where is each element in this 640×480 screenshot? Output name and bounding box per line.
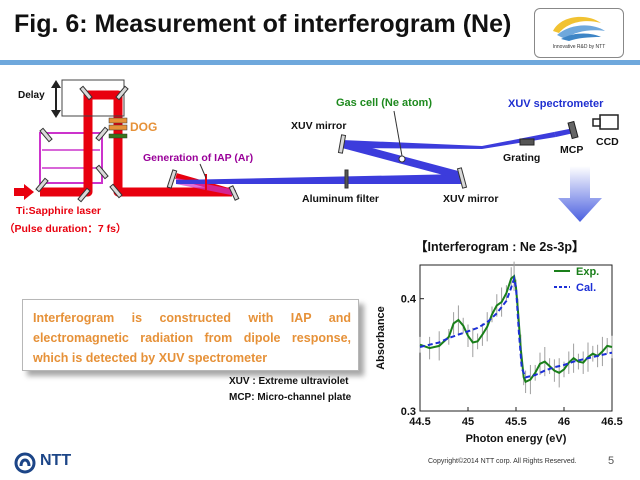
label-xuv-mirror-top: XUV mirror — [291, 120, 346, 132]
logo-caption: Innovative R&D by NTT — [552, 44, 606, 50]
optical-setup-diagram: Delay DOG Ti:Sapphire laser （Pulse durat… — [4, 79, 619, 235]
label-aluminum-filter: Aluminum filter — [302, 193, 379, 205]
xuv-beam-segment — [176, 174, 462, 184]
series-cal-line — [419, 274, 613, 379]
xuv-mirror-top-optic — [337, 134, 347, 154]
x-tick-label: 46 — [558, 416, 570, 428]
iap-loop — [39, 132, 103, 184]
mirror — [79, 85, 93, 101]
gas-cell-leader — [393, 110, 403, 157]
mirror — [109, 183, 123, 199]
mirror — [228, 185, 240, 201]
glossary-mcp: MCP: Micro-channel plate — [229, 392, 352, 403]
ccd-camera-icon — [592, 114, 619, 130]
delay-arrow-head-up — [51, 80, 61, 88]
interferogram-chart: 44.5 45 45.5 46 46.5 0.3 0.4 Photon energy (e… — [375, 261, 623, 445]
x-axis-label: Photon energy (eV) — [466, 433, 567, 445]
label-iap: Generation of IAP (Ar) — [143, 152, 253, 164]
legend-exp-label: Exp. — [576, 266, 599, 278]
ccd-lens — [592, 118, 601, 127]
laser-beam-path — [40, 90, 233, 197]
label-ccd: CCD — [596, 136, 619, 148]
chart-title: 【Interferogram : Ne 2s-3p】 — [415, 240, 585, 254]
explanation-text: Interferogram is constructed with IAP an… — [33, 311, 351, 365]
iap-label-leader — [199, 163, 207, 179]
label-mcp: MCP — [560, 144, 583, 156]
label-grating: Grating — [503, 152, 540, 164]
mirror — [77, 187, 91, 203]
mirror — [95, 164, 109, 180]
delay-stage-box — [61, 79, 125, 117]
x-tick-label: 46.5 — [601, 416, 622, 428]
company-logo: Innovative R&D by NTT — [534, 8, 624, 58]
legend-cal-label: Cal. — [576, 282, 596, 294]
xuv-beam-segment — [482, 132, 556, 149]
label-gas-cell: Gas cell (Ne atom) — [336, 97, 432, 109]
delay-arrow-head-down — [51, 110, 61, 118]
title-rule — [0, 60, 640, 65]
mcp-optic — [567, 120, 579, 140]
xuv-beam-segment — [554, 128, 574, 137]
slide-title: Fig. 6: Measurement of interferogram (Ne… — [14, 10, 512, 38]
explanation-box: Interferogram is constructed with IAP an… — [22, 299, 359, 371]
ntt-logo-icon — [14, 452, 36, 474]
dog-optic — [108, 117, 128, 139]
down-arrow-to-chart — [558, 166, 602, 222]
dog-plate — [108, 117, 128, 124]
gas-cell-point — [398, 155, 406, 163]
mirror — [39, 127, 53, 143]
delay-mirrors — [35, 85, 129, 203]
legend: Exp. Cal. — [554, 266, 599, 294]
xuv-beam-segment — [342, 140, 482, 149]
label-delay: Delay — [18, 90, 45, 101]
dog-plate — [108, 124, 128, 131]
label-xuv-mirror-bottom: XUV mirror — [443, 193, 498, 205]
y-axis-label: Absorbance — [375, 306, 387, 370]
aluminum-filter-optic — [344, 169, 349, 189]
x-tick-label: 45.5 — [505, 416, 526, 428]
page-number: 5 — [608, 455, 615, 467]
x-ticks: 44.5 45 45.5 46 46.5 — [409, 407, 623, 428]
laser-beam-main — [40, 90, 232, 197]
xuv-mirror-bottom-optic — [456, 167, 468, 189]
y-tick-label: 0.4 — [401, 294, 417, 306]
mirror — [95, 126, 109, 142]
glossary-xuv: XUV : Extreme ultraviolet — [229, 376, 349, 387]
logo-swirl-icon — [553, 16, 605, 41]
dog-plate — [108, 133, 128, 139]
label-dog: DOG — [130, 120, 157, 134]
mirror — [115, 85, 129, 101]
laser-input-arrow — [14, 184, 34, 200]
ntt-wordmark: NTT — [40, 452, 72, 469]
label-xuv-spectrometer: XUV spectrometer — [508, 98, 604, 110]
y-tick-label: 0.3 — [401, 406, 416, 418]
label-laser: Ti:Sapphire laser — [16, 205, 101, 217]
mirror — [166, 169, 178, 189]
x-tick-label: 44.5 — [409, 416, 430, 428]
copyright-text: Copyright©2014 NTT corp. All Rights Rese… — [428, 458, 577, 465]
ccd-body — [599, 114, 619, 130]
x-tick-label: 45 — [462, 416, 474, 428]
y-ticks: 0.3 0.4 — [401, 294, 424, 418]
grating-optic — [519, 138, 535, 146]
xuv-optics — [166, 134, 468, 201]
mirror — [35, 177, 49, 193]
label-pulse-duration: （Pulse duration：7 fs） — [4, 222, 127, 235]
